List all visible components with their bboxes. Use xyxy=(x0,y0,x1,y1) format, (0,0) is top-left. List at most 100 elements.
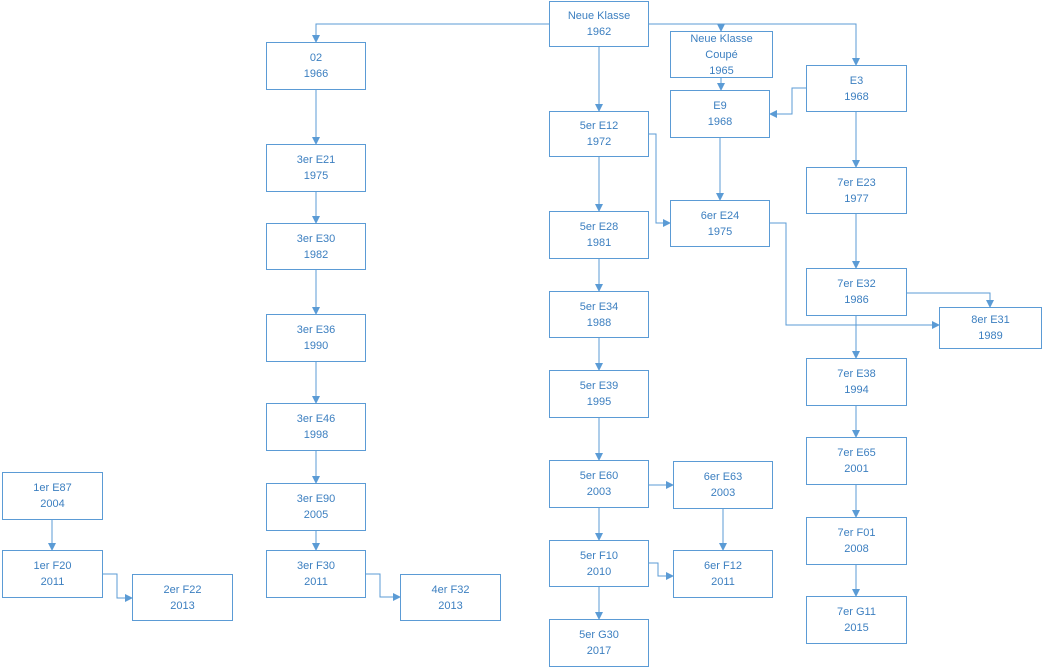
node-label-line: 2001 xyxy=(844,463,869,475)
node-g30: 5er G30 2017 xyxy=(549,619,649,667)
node-label-line: Neue Klasse xyxy=(567,10,631,22)
node-label-line: 2er F22 xyxy=(163,583,202,596)
node-label-line: 3er E36 xyxy=(296,324,336,336)
node-label-line: Coupé xyxy=(705,48,738,61)
node-f01: 7er F01 2008 xyxy=(806,517,907,565)
node-label-line: 1972 xyxy=(586,136,612,148)
node-label-line: 2011 xyxy=(304,576,328,588)
node-e32: 7er E32 1986 xyxy=(806,268,907,316)
node-label-line: 1er F20 xyxy=(33,560,72,572)
node-f12: 6er F12 2011 xyxy=(673,550,773,598)
node-label-line: 1962 xyxy=(586,26,612,38)
node-label-line: 2011 xyxy=(711,576,735,588)
node-label-line: 1995 xyxy=(586,396,612,408)
node-f10: 5er F10 2010 xyxy=(549,540,649,587)
node-g11: 7er G11 2015 xyxy=(806,596,907,644)
node-e34: 5er E34 1988 xyxy=(549,291,649,338)
node-label-line: 5er E28 xyxy=(579,221,619,233)
node-e24: 6er E24 1975 xyxy=(670,200,770,247)
node-label-line: 6er F12 xyxy=(704,560,742,572)
node-label-line: 2003 xyxy=(586,486,612,498)
connector-neue-klasse-to-e3 xyxy=(649,23,860,66)
node-label-line: 3er E21 xyxy=(296,154,336,166)
node-label-line: 8er E31 xyxy=(971,314,1010,326)
node-label-line: 3er E46 xyxy=(296,413,336,425)
node-label-line: 7er E32 xyxy=(837,278,876,290)
node-label-line: 7er E65 xyxy=(837,447,876,459)
node-e31: 8er E31 1989 xyxy=(939,307,1042,349)
node-label-line: 6er E24 xyxy=(700,209,740,222)
node-e36: 3er E36 1990 xyxy=(266,314,366,362)
node-label-line: 02 xyxy=(309,52,323,64)
node-e87: 1er E87 2004 xyxy=(2,472,103,520)
node-e60: 5er E60 2003 xyxy=(549,460,649,508)
node-e39: 5er E39 1995 xyxy=(549,370,649,418)
node-label-line: 1968 xyxy=(707,116,733,128)
node-label-line: 7er G11 xyxy=(837,606,876,618)
node-label-line: 1994 xyxy=(844,384,869,396)
node-label-line: 2015 xyxy=(844,622,869,634)
node-label-line: 1989 xyxy=(978,330,1003,342)
node-label-line: 7er E23 xyxy=(837,176,876,189)
node-label-line: 1982 xyxy=(303,248,329,261)
node-label-line: 1990 xyxy=(303,340,329,352)
node-label-line: 7er E38 xyxy=(837,368,876,380)
connector-e12-to-e24 xyxy=(649,133,671,227)
node-label-line: 5er F10 xyxy=(580,549,618,562)
node-label-line: Neue Klasse xyxy=(690,32,753,45)
node-label-line: 5er G30 xyxy=(579,629,619,641)
node-e21: 3er E21 1975 xyxy=(266,144,366,192)
node-f22: 2er F22 2013 xyxy=(132,574,233,621)
node-label-line: 2013 xyxy=(170,599,195,612)
node-02: 02 1966 xyxy=(266,42,366,90)
node-label-line: 1986 xyxy=(844,294,869,306)
node-label-line: 5er E39 xyxy=(579,380,619,392)
node-e28: 5er E28 1981 xyxy=(549,211,649,259)
connector-e24-to-e31 xyxy=(770,222,940,329)
node-label-line: 6er E63 xyxy=(703,471,743,483)
node-e30: 3er E30 1982 xyxy=(266,223,366,270)
node-label-line: E9 xyxy=(713,100,727,112)
node-label-line: 7er F01 xyxy=(837,527,876,539)
node-e46: 3er E46 1998 xyxy=(266,403,366,451)
node-label-line: 1er E87 xyxy=(33,482,72,494)
connector-f20-to-f22 xyxy=(103,573,133,602)
node-label-line: 2004 xyxy=(40,498,65,510)
node-e65: 7er E65 2001 xyxy=(806,437,907,485)
node-e3: E3 1968 xyxy=(806,65,907,112)
node-label-line: 2011 xyxy=(40,576,65,588)
connector-neue-klasse-to-02 xyxy=(312,23,549,43)
node-label-line: 3er E30 xyxy=(296,232,336,245)
node-label-line: 2010 xyxy=(586,565,612,578)
node-label-line: 1981 xyxy=(586,237,612,249)
node-e23: 7er E23 1977 xyxy=(806,167,907,214)
connector-f30-to-f32 xyxy=(366,573,401,601)
node-label-line: 5er E60 xyxy=(579,470,619,482)
node-label-line: 5er E34 xyxy=(579,300,619,313)
node-neue-klasse: Neue Klasse 1962 xyxy=(549,1,649,47)
node-label-line: 1977 xyxy=(844,192,869,205)
node-label-line: E3 xyxy=(849,74,864,87)
node-label-line: 1968 xyxy=(844,90,869,103)
node-label-line: 1998 xyxy=(303,429,329,441)
node-f20: 1er F20 2011 xyxy=(2,550,103,598)
node-label-line: 2008 xyxy=(844,543,869,555)
connector-e3-to-e9 xyxy=(769,87,806,118)
node-label-line: 1975 xyxy=(303,170,329,182)
node-label-line: 2013 xyxy=(438,599,463,612)
node-label-line: 2005 xyxy=(303,509,329,521)
node-e63: 6er E63 2003 xyxy=(673,461,773,509)
node-label-line: 2003 xyxy=(710,487,736,499)
node-label-line: 1966 xyxy=(303,68,329,80)
connector-f10-to-f12 xyxy=(649,562,674,580)
node-label-line: 3er E90 xyxy=(296,493,336,505)
node-label-line: 1975 xyxy=(707,225,733,238)
node-e90: 3er E90 2005 xyxy=(266,483,366,531)
node-label-line: 2017 xyxy=(586,645,612,657)
node-label-line: 1988 xyxy=(586,316,612,329)
